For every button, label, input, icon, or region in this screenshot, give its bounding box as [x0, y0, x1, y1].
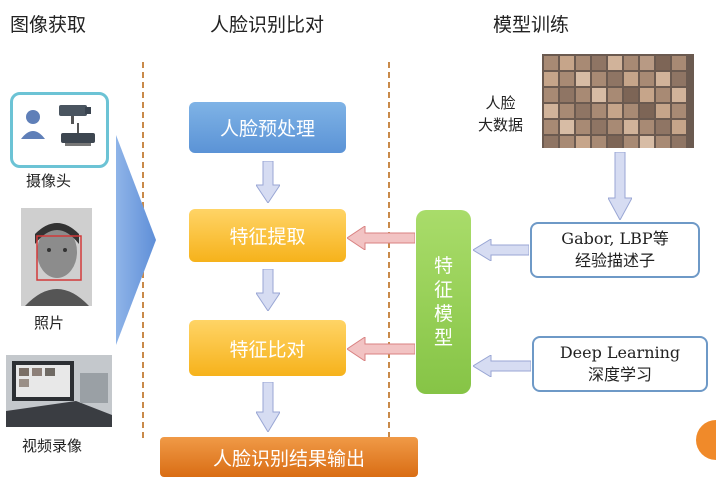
- divider-right: [388, 62, 390, 438]
- down-arrow-1: [256, 161, 280, 203]
- camera-icon: [21, 105, 95, 146]
- left-arrow-deep-learning: [473, 355, 531, 377]
- video-label: 视频录像: [22, 437, 83, 455]
- feature-model-char-4: 型: [433, 327, 453, 349]
- deep-learning-box: Deep Learning 深度学习: [532, 336, 708, 392]
- column-title-recognition: 人脸识别比对: [210, 14, 325, 36]
- down-arrow-2: [256, 269, 280, 311]
- feature-model-block: 特 征 模 型: [416, 210, 471, 394]
- preprocess-block: 人脸预处理: [189, 102, 346, 153]
- decorative-orange-circle: [696, 420, 716, 460]
- big-data-label: 人脸 大数据: [478, 92, 523, 136]
- descriptor-box: Gabor, LBP等 经验描述子: [530, 222, 700, 278]
- feature-compare-block: 特征比对: [189, 320, 346, 376]
- camera-label: 摄像头: [26, 172, 72, 190]
- deep-learning-line1: Deep Learning: [559, 343, 681, 362]
- descriptor-line1: Gabor, LBP等: [561, 229, 669, 248]
- face-photo-icon: [21, 208, 92, 306]
- laptop-icon: [6, 355, 112, 427]
- deep-learning-line2: 深度学习: [587, 365, 652, 384]
- down-arrow-3: [256, 382, 280, 432]
- input-triangle-arrow: [116, 135, 156, 345]
- video-image: [6, 355, 112, 427]
- face-dataset-image: [542, 54, 694, 148]
- left-arrow-descriptor: [473, 239, 529, 261]
- photo-label: 照片: [34, 314, 65, 332]
- camera-image: [10, 92, 109, 168]
- big-data-label-line1: 人脸: [485, 94, 516, 112]
- feature-model-char-2: 征: [433, 279, 453, 301]
- red-arrow-compare: [347, 337, 415, 361]
- down-arrow-dataset: [608, 152, 632, 220]
- column-title-acquisition: 图像获取: [10, 14, 87, 36]
- result-output-block: 人脸识别结果输出: [160, 437, 418, 477]
- face-grid-icon: [544, 56, 686, 148]
- feature-model-char-1: 特: [433, 255, 453, 277]
- feature-model-char-3: 模: [433, 303, 453, 325]
- photo-image: [21, 208, 92, 306]
- feature-extract-block: 特征提取: [189, 209, 346, 262]
- column-title-training: 模型训练: [493, 14, 570, 36]
- big-data-label-line2: 大数据: [478, 116, 524, 134]
- red-arrow-extract: [347, 226, 415, 250]
- descriptor-line2: 经验描述子: [574, 251, 655, 270]
